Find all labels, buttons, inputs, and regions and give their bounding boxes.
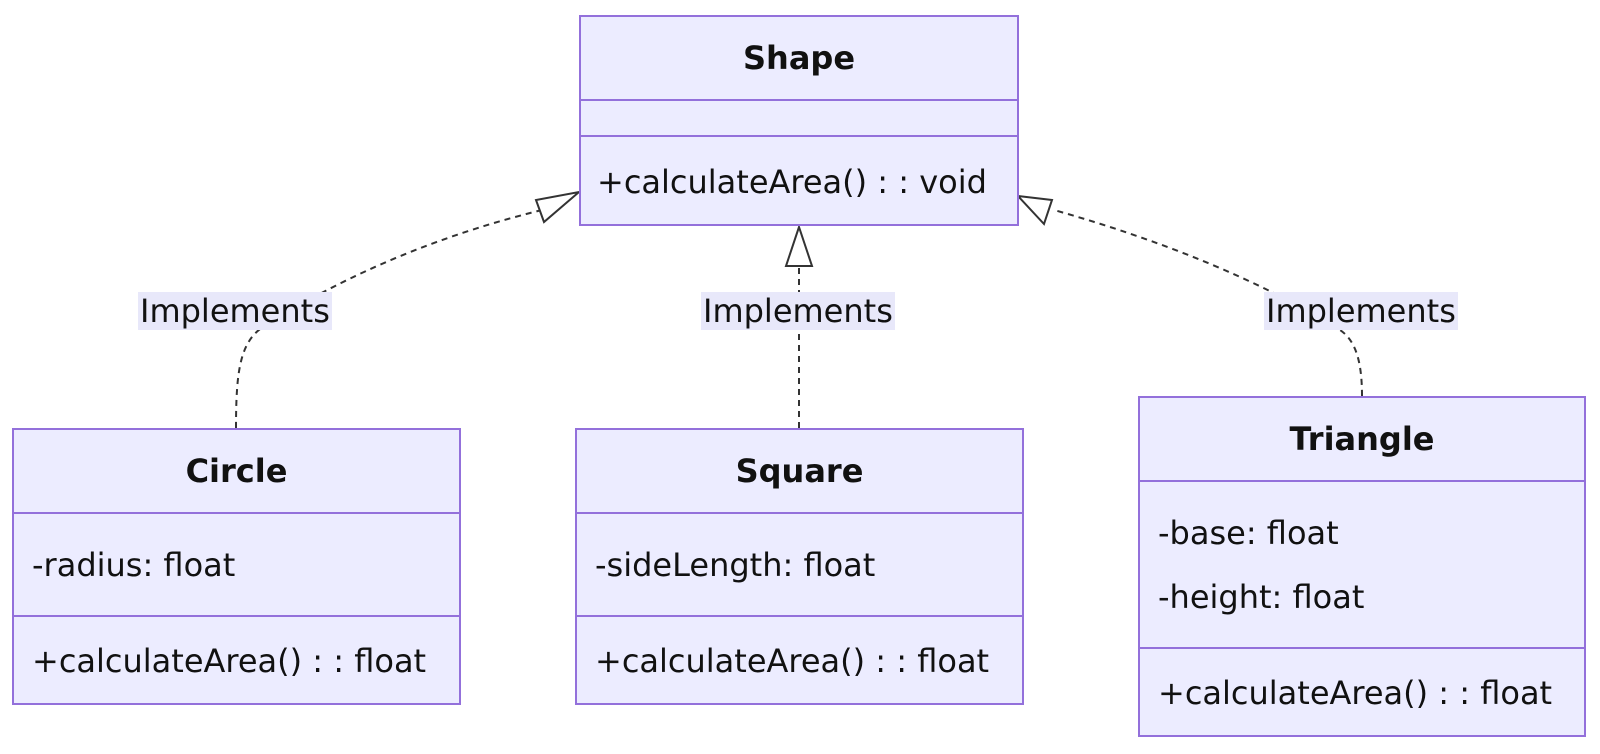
triangle-realization-arrowhead — [1015, 194, 1054, 226]
triangle-edge-label: Implements — [1264, 292, 1458, 330]
class-shape-attributes — [581, 99, 1017, 135]
circle-realization-arrowhead — [534, 190, 583, 224]
class-circle[interactable]: Circle -radius: float +calculateArea() :… — [12, 428, 461, 705]
class-square-attributes: -sideLength: float — [577, 512, 1022, 615]
class-square[interactable]: Square -sideLength: float +calculateArea… — [575, 428, 1024, 705]
attribute-row: -sideLength: float — [595, 546, 876, 584]
class-triangle-attributes: -base: float -height: float — [1140, 480, 1584, 647]
attribute-row: -height: float — [1158, 578, 1365, 616]
class-shape-methods: +calculateArea() : : void — [581, 135, 1017, 224]
class-triangle-methods: +calculateArea() : : float — [1140, 647, 1584, 735]
method-row: +calculateArea() : : float — [1158, 674, 1553, 712]
class-circle-attributes: -radius: float — [14, 512, 459, 615]
method-row: +calculateArea() : : float — [32, 642, 427, 680]
square-realization-arrowhead — [784, 223, 814, 267]
square-edge-label: Implements — [701, 292, 895, 330]
class-shape-name: Shape — [742, 39, 856, 77]
attribute-row: -base: float — [1158, 514, 1339, 552]
class-shape[interactable]: Shape +calculateArea() : : void — [579, 15, 1019, 226]
class-triangle-name: Triangle — [1289, 420, 1435, 458]
method-row: +calculateArea() : : float — [595, 642, 990, 680]
class-circle-name: Circle — [185, 452, 288, 490]
attribute-row: -radius: float — [32, 546, 236, 584]
class-triangle[interactable]: Triangle -base: float -height: float +ca… — [1138, 396, 1586, 737]
class-square-methods: +calculateArea() : : float — [577, 615, 1022, 703]
class-circle-methods: +calculateArea() : : float — [14, 615, 459, 703]
class-square-name: Square — [735, 452, 864, 490]
method-row: +calculateArea() : : void — [597, 163, 987, 201]
circle-edge-label: Implements — [138, 292, 332, 330]
